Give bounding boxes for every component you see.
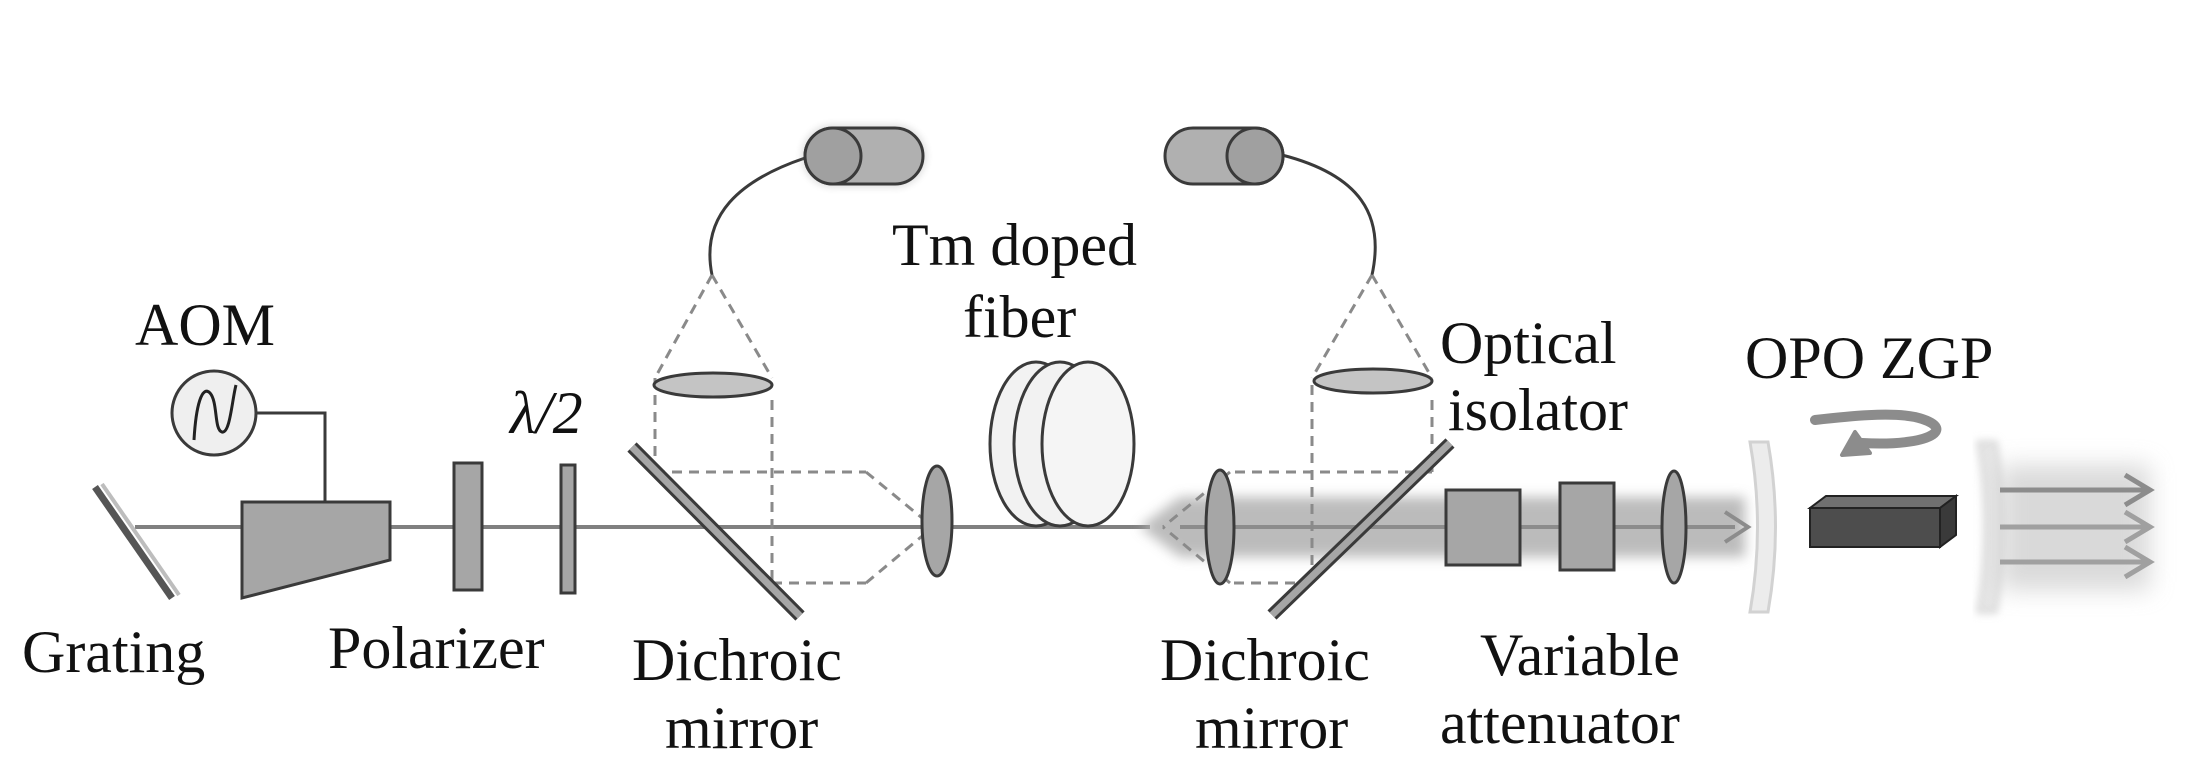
grating — [92, 482, 181, 600]
dichroic-mirror-2 — [1267, 438, 1455, 620]
opo-output-beams — [2000, 465, 2155, 590]
rotation-arrow-icon — [1810, 409, 1942, 457]
label-tm-doped-fiber-line2: fiber — [963, 284, 1076, 350]
aom-crystal — [240, 500, 392, 600]
label-polarizer: Polarizer — [328, 615, 545, 681]
aom-rf-wire — [255, 411, 327, 502]
dichroic-mirror-1 — [627, 442, 805, 621]
pump-diode-1 — [708, 126, 925, 276]
aom — [170, 369, 392, 600]
label-dichroic-mirror-1-line1: Dichroic — [632, 627, 842, 693]
optical-isolator — [1444, 488, 1522, 567]
label-aom: AOM — [135, 292, 275, 358]
label-dichroic-mirror-1-line2: mirror — [665, 695, 818, 760]
label-optical-isolator-line2: isolator — [1448, 377, 1628, 443]
label-tm-doped-fiber-line1: Tm doped — [892, 212, 1137, 278]
half-wave-plate — [559, 463, 577, 595]
label-opo-zgp: OPO ZGP — [1745, 325, 1993, 391]
label-grating: Grating — [22, 619, 205, 685]
label-half-wave-plate: λ/2 — [508, 380, 583, 446]
zgp-crystal — [1807, 494, 1959, 549]
sine-wave-icon — [192, 384, 238, 441]
label-optical-isolator-line1: Optical — [1440, 310, 1617, 376]
attenuator-lens — [1660, 469, 1688, 585]
label-dichroic-mirror-2-line2: mirror — [1195, 695, 1348, 760]
collimating-lens-2 — [1204, 468, 1236, 586]
opo-cavity — [1748, 409, 2155, 614]
label-variable-attenuator-line2: attenuator — [1440, 690, 1680, 756]
pump-beam-1 — [653, 274, 934, 585]
label-dichroic-mirror-2-line1: Dichroic — [1160, 627, 1370, 693]
variable-attenuator — [1558, 481, 1616, 572]
pump-lens-2 — [1312, 367, 1434, 395]
tm-doped-fiber-coil — [988, 360, 1136, 528]
pump-lens-1 — [652, 371, 774, 399]
label-variable-attenuator-line1: Variable — [1480, 622, 1680, 688]
opo-output-mirror — [1976, 440, 2005, 614]
pump-diode-2 — [1163, 126, 1377, 276]
polarizer — [452, 461, 484, 592]
coupling-lens-1 — [920, 464, 954, 578]
aom-rf-source — [170, 369, 258, 457]
opo-input-mirror — [1748, 440, 1777, 614]
